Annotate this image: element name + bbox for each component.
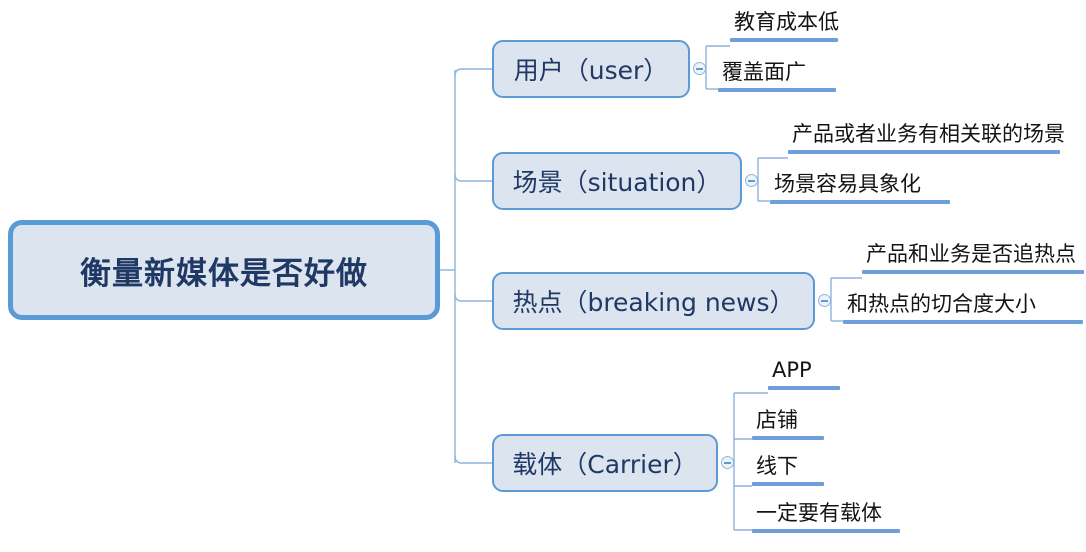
branch-node-label: 场景（situation）	[512, 168, 722, 197]
leaf-node-label: 产品或者业务有相关联的场景	[792, 122, 1065, 146]
leaf-underline	[788, 150, 1060, 154]
leaf-underline	[770, 200, 950, 204]
leaf-node[interactable]: 产品和业务是否追热点	[862, 244, 1084, 274]
leaf-node-label: 店铺	[756, 408, 798, 432]
leaf-node[interactable]: APP	[768, 360, 840, 390]
leaf-underline	[752, 482, 824, 486]
leaf-node-label: 覆盖面广	[722, 60, 806, 84]
branch-node-user[interactable]: 用户（user）	[492, 40, 690, 98]
leaf-node[interactable]: 店铺	[752, 410, 824, 440]
leaf-node-label: 场景容易具象化	[774, 172, 921, 196]
leaf-node[interactable]: 一定要有载体	[752, 503, 900, 533]
leaf-node[interactable]: 场景容易具象化	[770, 174, 950, 204]
branch-elbow-2	[454, 173, 492, 182]
leaf-node-label: 产品和业务是否追热点	[866, 242, 1076, 266]
minus-circle-icon[interactable]	[693, 62, 706, 75]
leaf-underline	[718, 88, 836, 92]
root-node-label: 衡量新媒体是否好做	[80, 255, 368, 292]
leaf-node-label: APP	[772, 358, 812, 382]
leaf-underline	[843, 320, 1083, 324]
minus-circle-icon[interactable]	[721, 456, 734, 469]
leaf-node-label: 线下	[756, 454, 798, 478]
branch-elbow-3	[454, 293, 492, 302]
leaf-node[interactable]: 覆盖面广	[718, 62, 836, 92]
root-node[interactable]: 衡量新媒体是否好做	[8, 220, 440, 320]
branch-node-label: 热点（breaking news）	[512, 288, 795, 317]
branch-node-situation[interactable]: 场景（situation）	[492, 152, 742, 210]
leaf-node[interactable]: 线下	[752, 456, 824, 486]
leaf-node[interactable]: 教育成本低	[730, 12, 843, 42]
leaf-node-label: 一定要有载体	[756, 501, 882, 525]
branch-node-carrier[interactable]: 载体（Carrier）	[492, 434, 718, 492]
leaf-node[interactable]: 和热点的切合度大小	[843, 294, 1083, 324]
branch-node-breaking-news[interactable]: 热点（breaking news）	[492, 272, 815, 330]
leaf-node-label: 教育成本低	[734, 10, 839, 34]
leaf-node[interactable]: 产品或者业务有相关联的场景	[788, 124, 1069, 154]
leaf-underline	[752, 436, 824, 440]
minus-circle-icon[interactable]	[745, 174, 758, 187]
leaf-underline	[768, 386, 840, 390]
branch-node-label: 用户（user）	[513, 56, 669, 85]
leaf-underline	[862, 270, 1084, 274]
minus-circle-icon[interactable]	[818, 294, 831, 307]
leaf-underline	[730, 38, 838, 42]
leaf-underline	[752, 529, 900, 533]
branch-elbow-4	[454, 455, 492, 464]
leaf-node-label: 和热点的切合度大小	[847, 292, 1036, 316]
branch-elbow-1	[454, 68, 492, 78]
branch-node-label: 载体（Carrier）	[512, 450, 698, 479]
